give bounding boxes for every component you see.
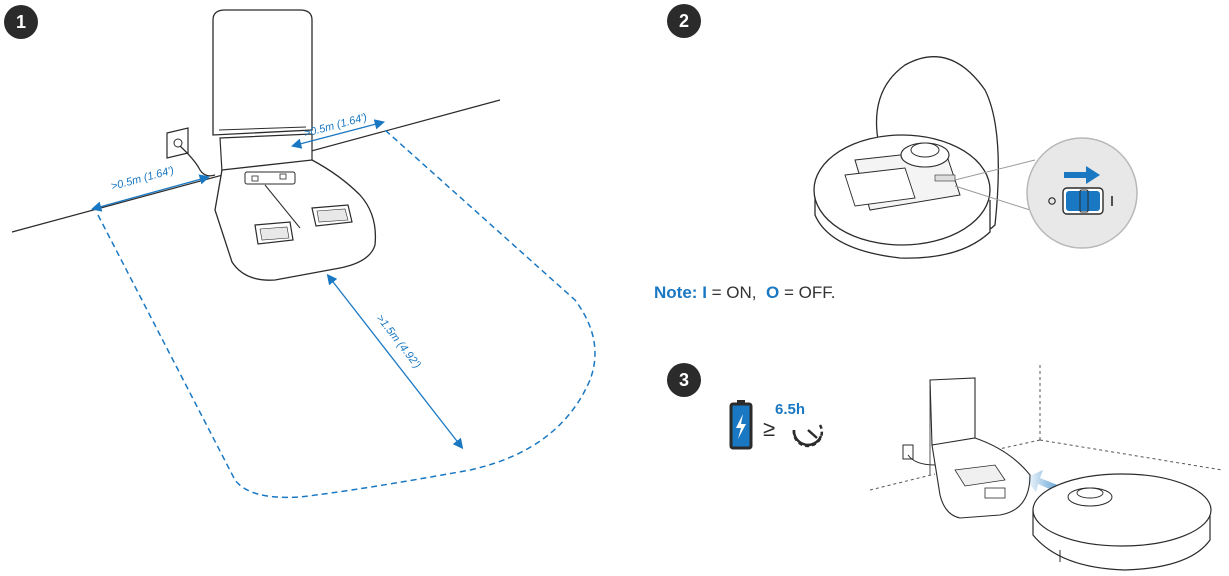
step-1-badge: 1 [4, 5, 38, 39]
switch-note: Note: I = ON, O = OFF. [654, 283, 835, 303]
on-symbol: I [702, 283, 707, 302]
clearance-right-arrow [290, 119, 386, 149]
step-3-badge: 3 [667, 363, 701, 397]
robot-vacuum-body [813, 134, 991, 259]
step2-robot-switch [813, 56, 1138, 259]
robot-vacuum-docking [1032, 473, 1212, 571]
step1-floor-plan: >0.5m (1.64') >0.5m (1.64') >1.5m (4.92'… [11, 9, 596, 499]
off-text: = OFF. [783, 283, 836, 302]
auto-empty-station [212, 9, 377, 281]
auto-empty-station-small [929, 377, 1031, 519]
power-switch-icon [1048, 187, 1113, 215]
battery-charging-icon [729, 400, 753, 450]
wall-outlet-icon [902, 444, 914, 460]
wall-outlet-icon [166, 127, 216, 177]
compare-symbol: ≥ [763, 416, 775, 441]
clearance-left-arrow [90, 174, 211, 212]
clearance-zone [97, 129, 596, 499]
on-text: = ON, [711, 283, 757, 302]
clearance-front-label: >1.5m (4.92') [374, 312, 424, 371]
charge-time: 6.5h [775, 401, 805, 418]
clearance-front-arrow [326, 273, 464, 450]
timer-icon [792, 424, 824, 448]
step3-charging: ≥ 6.5h [729, 365, 1223, 571]
note-label: Note: [654, 283, 698, 302]
off-symbol: O [765, 283, 780, 302]
arrow-right-icon [1064, 166, 1100, 184]
step-2-badge: 2 [667, 4, 701, 38]
